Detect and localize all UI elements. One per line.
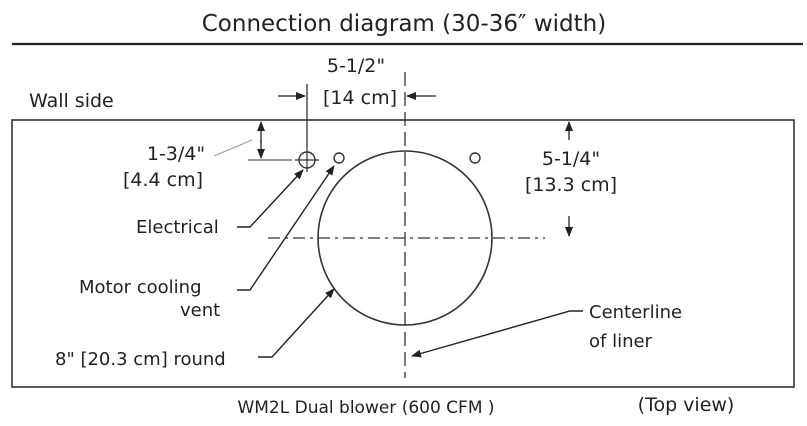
round-duct-circle <box>317 150 493 326</box>
right-dim-metric: [13.3 cm] <box>525 174 617 196</box>
motor-cooling-label-line1: Motor cooling <box>79 277 202 298</box>
electrical-label: Electrical <box>136 217 219 238</box>
motor-vent-hole-left <box>333 152 345 164</box>
top-dim-metric: [4.4 cm] <box>123 169 203 191</box>
centerline-label-line2: of liner <box>589 331 653 352</box>
top-dim-imperial: 1-3/4" <box>147 143 205 165</box>
round-duct-leader <box>258 288 335 358</box>
right-dim-imperial: 5-1/4" <box>542 148 600 170</box>
centerline-label-line1: Centerline <box>589 302 682 323</box>
width-dim-imperial: 5-1/2" <box>327 55 385 77</box>
motor-cooling-label-line2: vent <box>180 300 220 321</box>
electrical-leader <box>237 169 304 228</box>
view-caption: (Top view) <box>638 394 735 416</box>
liner-outline <box>11 119 795 388</box>
centerline-leader <box>411 310 583 358</box>
round-duct-label: 8" [20.3 cm] round <box>55 349 226 370</box>
motor-vent-hole-right <box>469 152 481 164</box>
electrical-knockout-icon <box>295 148 319 172</box>
model-caption: WM2L Dual blower (600 CFM ) <box>237 398 494 418</box>
diagram-title: Connection diagram (30-36″ width) <box>202 11 606 37</box>
top-dim-leader <box>213 139 253 157</box>
wall-side-label: Wall side <box>29 90 114 112</box>
motor-vent-leader <box>237 165 335 291</box>
width-dim-metric: [14 cm] <box>323 87 397 109</box>
